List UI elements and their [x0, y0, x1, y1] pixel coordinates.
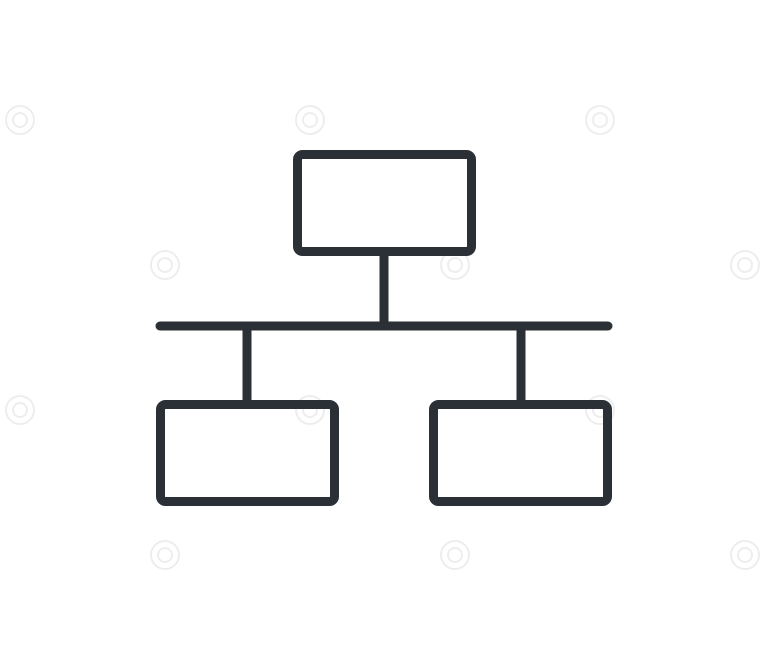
left-box — [156, 400, 339, 506]
watermark — [5, 105, 760, 570]
watermark-seal — [5, 105, 760, 570]
right-box — [429, 400, 612, 506]
org-chart-symbol — [155, 150, 613, 506]
